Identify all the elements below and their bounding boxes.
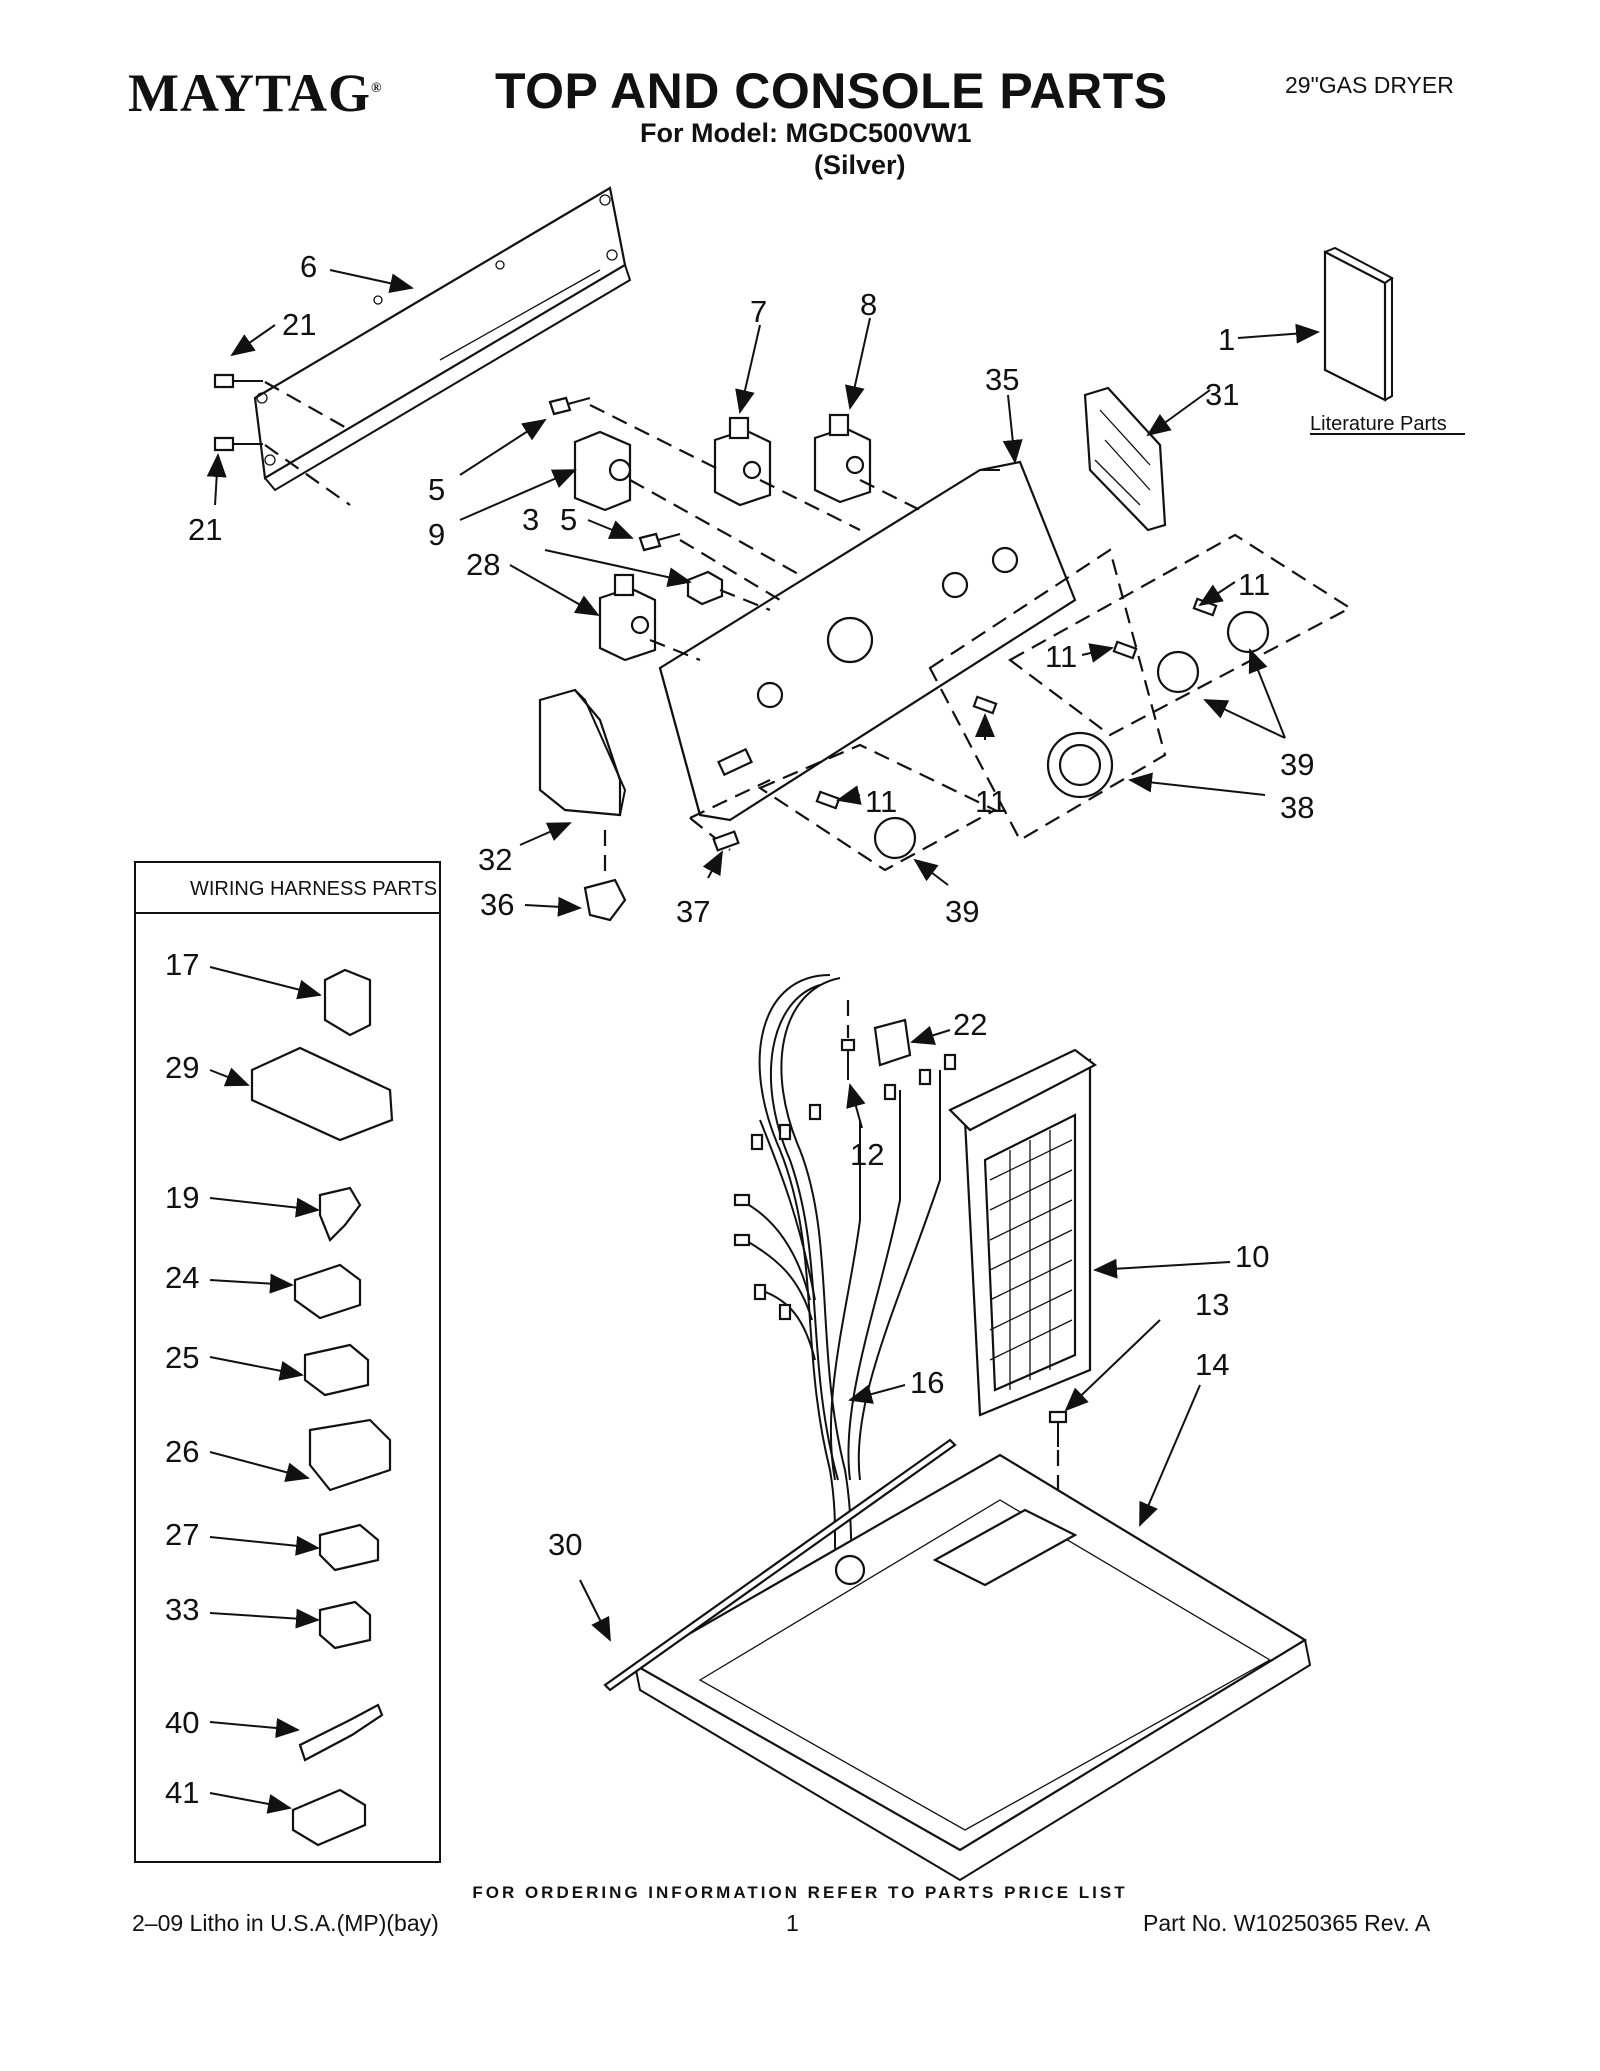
callout-37: 37 xyxy=(676,894,710,929)
part-8-switch xyxy=(813,413,872,504)
callout-29: 29 xyxy=(165,1050,199,1085)
callout-33: 33 xyxy=(165,1592,199,1627)
callout-11-middle: 11 xyxy=(1045,639,1077,674)
page-number: 1 xyxy=(786,1910,799,1936)
part-37-label xyxy=(689,779,771,852)
callout-35: 35 xyxy=(985,362,1019,397)
part-7-switch xyxy=(713,416,772,507)
part-9-timer xyxy=(573,430,632,512)
part-22-bracket xyxy=(873,1018,912,1067)
part-3-clip xyxy=(686,570,724,606)
callout-27: 27 xyxy=(165,1517,199,1552)
callout-14: 14 xyxy=(1195,1347,1229,1382)
part-14-top xyxy=(632,1453,1312,1882)
part-16-wiring-harness xyxy=(733,974,957,1571)
callout-26: 26 xyxy=(165,1434,199,1469)
part-38-knob-kit xyxy=(928,548,1167,842)
part-10-lint-filter xyxy=(948,1048,1098,1417)
callout-1: 1 xyxy=(1218,322,1235,357)
callout-39-upper: 39 xyxy=(1280,747,1314,782)
callout-3: 3 xyxy=(522,502,539,537)
callout-28: 28 xyxy=(466,547,500,582)
part-39-knob-kit-lower xyxy=(757,695,998,872)
callout-8: 8 xyxy=(860,287,877,322)
literature-parts-label: Literature Parts xyxy=(1310,413,1447,435)
part-6-rear-bracket xyxy=(253,186,632,492)
registered-mark: ® xyxy=(371,81,383,96)
part-28-switch xyxy=(598,573,657,662)
callout-12: 12 xyxy=(850,1137,884,1172)
product-type: 29"GAS DRYER xyxy=(1285,72,1454,98)
callout-17: 17 xyxy=(165,947,199,982)
part-35-console xyxy=(658,460,1077,822)
callout-22: 22 xyxy=(953,1007,987,1042)
callout-5-left: 5 xyxy=(428,472,445,507)
model-line: For Model: MGDC500VW1 xyxy=(640,118,972,148)
finish-label: (Silver) xyxy=(814,150,906,180)
part-21-screws xyxy=(213,373,351,506)
callout-arrows xyxy=(206,269,1320,1814)
ordering-note: FOR ORDERING INFORMATION REFER TO PARTS … xyxy=(472,1883,1128,1902)
callout-11-lower-right: 11 xyxy=(975,784,1007,819)
part-31-end-cap xyxy=(1083,386,1167,532)
brand-logo: MAYTAG® xyxy=(128,62,382,124)
part-number: Part No. W10250365 Rev. A xyxy=(1143,1910,1431,1936)
callout-21-top: 21 xyxy=(282,307,316,342)
callout-39-lower: 39 xyxy=(945,894,979,929)
part-39-knob-kit-upper xyxy=(1007,533,1353,737)
page-title: TOP AND CONSOLE PARTS xyxy=(495,63,1168,119)
part-1-literature xyxy=(1323,246,1394,402)
callout-41: 41 xyxy=(165,1775,199,1810)
part-30-strip xyxy=(603,1438,957,1692)
callout-19: 19 xyxy=(165,1180,199,1215)
callout-16: 16 xyxy=(910,1365,944,1400)
callout-31: 31 xyxy=(1205,377,1239,412)
callout-38: 38 xyxy=(1280,790,1314,825)
callout-11-upper-right: 11 xyxy=(1238,567,1270,602)
litho-info: 2–09 Litho in U.S.A.(MP)(bay) xyxy=(132,1910,439,1936)
part-32-end-cap xyxy=(538,688,627,817)
alignment-lines xyxy=(589,404,921,662)
brand-name: MAYTAG xyxy=(128,63,372,123)
callout-24: 24 xyxy=(165,1260,199,1295)
callout-36: 36 xyxy=(480,887,514,922)
part-12-screw xyxy=(840,1000,856,1080)
part-5-screws xyxy=(548,396,681,552)
callout-9: 9 xyxy=(428,517,445,552)
callout-10: 10 xyxy=(1235,1239,1269,1274)
wiring-harness-box xyxy=(134,861,441,1863)
callout-labels: 6 21 21 5 9 3 5 28 7 8 35 31 1 11 11 11 … xyxy=(165,249,1465,1810)
callout-21-bottom: 21 xyxy=(188,512,222,547)
wiring-box-title: WIRING HARNESS PARTS xyxy=(190,878,437,900)
callout-32: 32 xyxy=(478,842,512,877)
callout-7: 7 xyxy=(750,294,767,329)
callout-5-right: 5 xyxy=(560,502,577,537)
callout-11-lower-left: 11 xyxy=(865,784,897,819)
callout-40: 40 xyxy=(165,1705,199,1740)
callout-13: 13 xyxy=(1195,1287,1229,1322)
callout-30: 30 xyxy=(548,1527,582,1562)
wiring-connectors xyxy=(250,968,394,1847)
part-36-clip xyxy=(583,830,627,922)
callout-25: 25 xyxy=(165,1340,199,1375)
callout-6: 6 xyxy=(300,249,317,284)
